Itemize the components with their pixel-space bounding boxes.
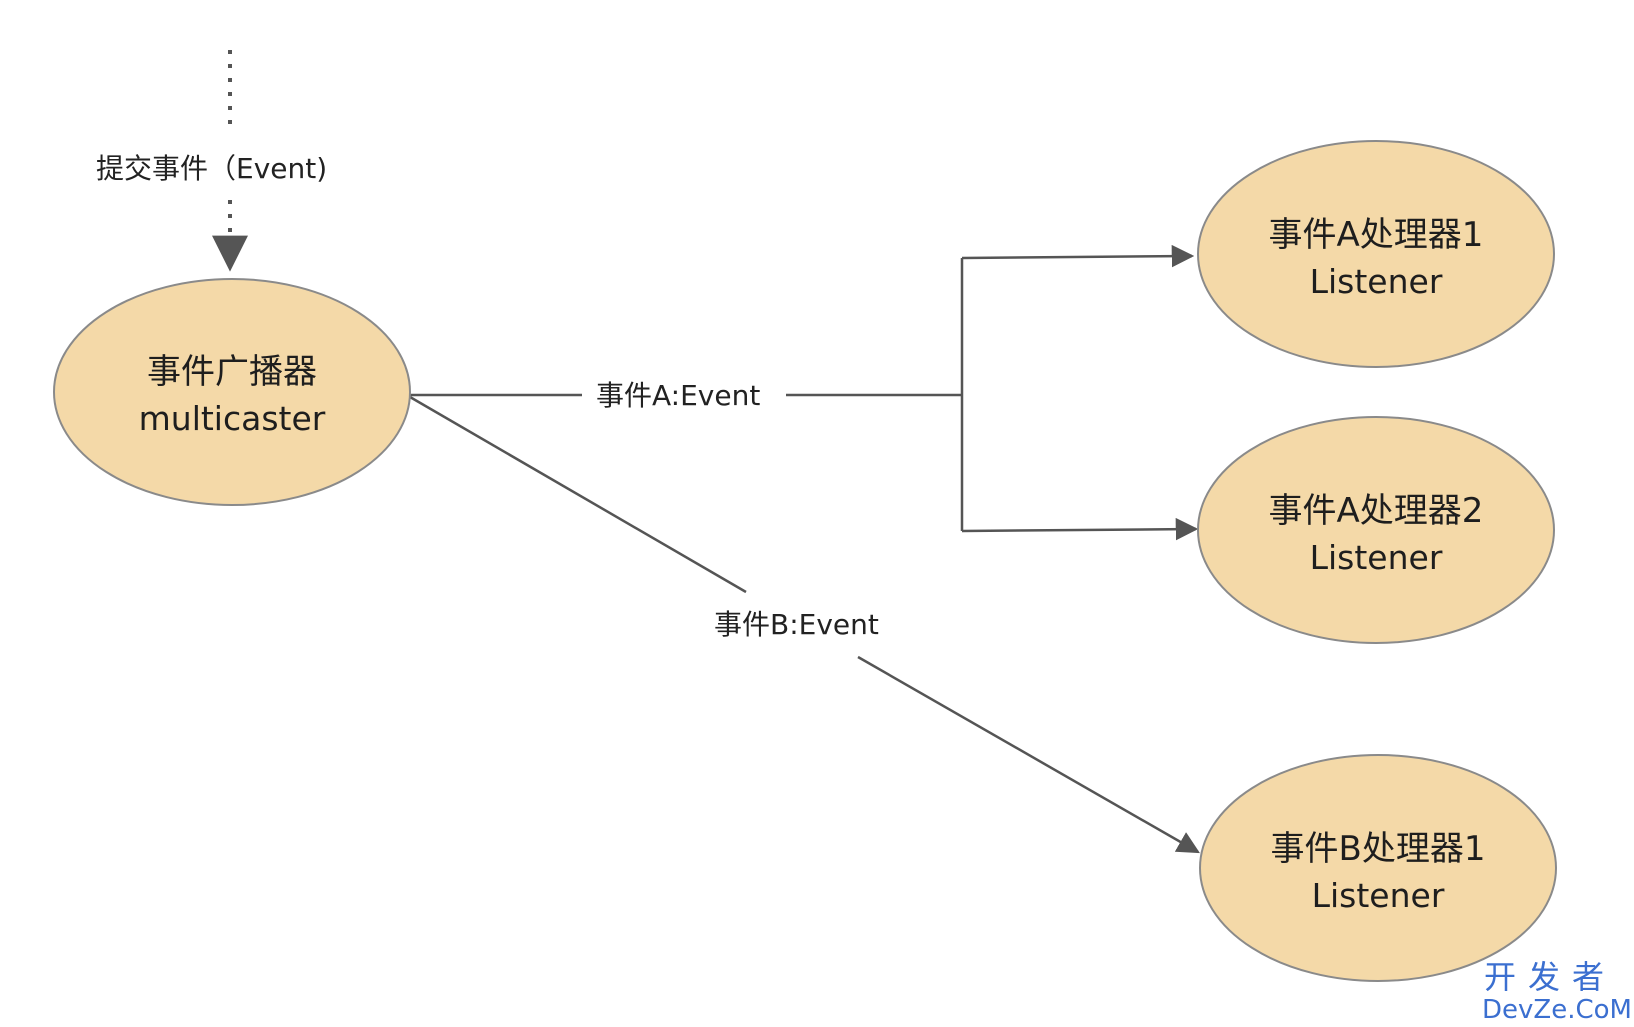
node-listener-b1: 事件B处理器1 Listener [1199, 754, 1557, 982]
watermark-top: 开发者 [1484, 958, 1616, 996]
node-multicaster-subtitle: multicaster [139, 399, 326, 438]
node-listener-a2-title: 事件A处理器2 [1269, 491, 1484, 531]
node-listener-b1-shape [1199, 754, 1557, 982]
node-listener-b1-subtitle: Listener [1312, 876, 1445, 915]
node-listener-a2-subtitle: Listener [1310, 538, 1443, 577]
node-listener-a1-title: 事件A处理器1 [1269, 215, 1484, 255]
node-multicaster: 事件广播器 multicaster [53, 278, 411, 506]
edge-event-b-upper [409, 395, 747, 594]
edge-event-b-lower [857, 655, 1200, 854]
node-listener-a2: 事件A处理器2 Listener [1197, 416, 1555, 644]
node-listener-a1-subtitle: Listener [1310, 262, 1443, 301]
node-listener-a1-shape [1197, 140, 1555, 368]
node-listener-a2-shape [1197, 416, 1555, 644]
edge-to-listener-a1 [961, 244, 1195, 268]
node-multicaster-title: 事件广播器 [147, 352, 317, 392]
edge-label-event-a: 事件A:Event [596, 379, 760, 412]
node-listener-a1: 事件A处理器1 Listener [1197, 140, 1555, 368]
edge-label-event-b: 事件B:Event [714, 608, 879, 641]
node-listener-b1-title: 事件B处理器1 [1271, 829, 1486, 869]
edge-to-listener-a2 [961, 517, 1199, 541]
watermark-bottom: DevZe.CoM [1482, 995, 1632, 1025]
source-label: 提交事件（Event) [96, 152, 327, 185]
node-multicaster-shape [53, 278, 411, 506]
